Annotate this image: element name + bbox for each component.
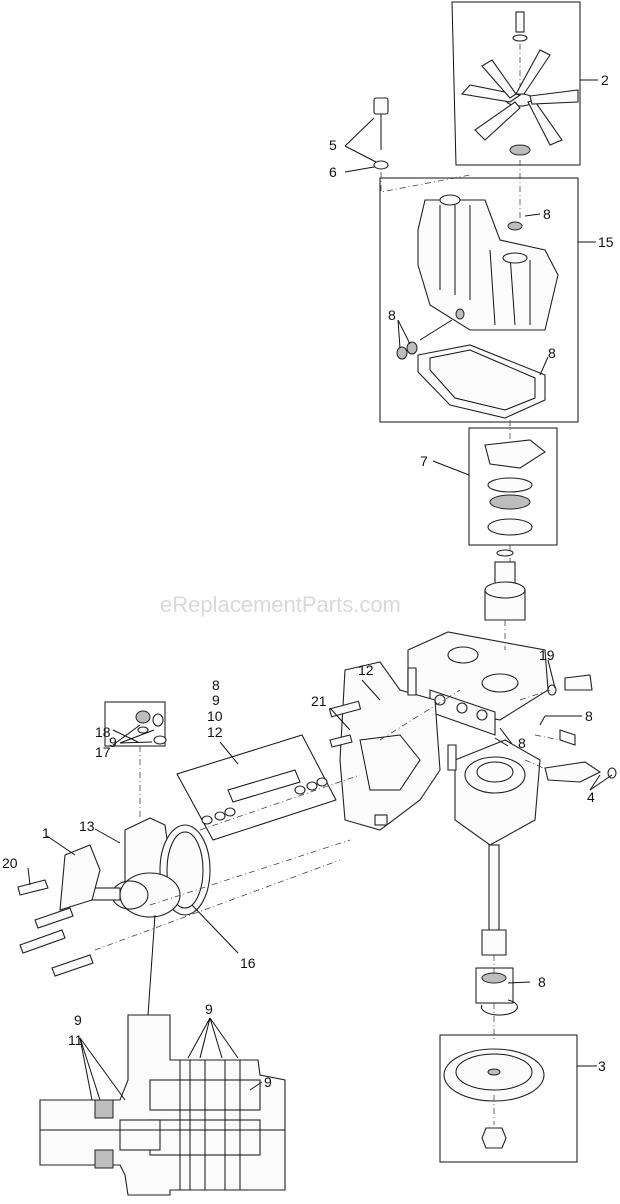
- callout-8: 8: [585, 708, 593, 724]
- callout-15: 15: [598, 234, 614, 250]
- callout-8: 8: [518, 735, 526, 751]
- assembly-lines: [94, 620, 561, 1040]
- cover-housing: [379, 177, 579, 423]
- pulley: [439, 1034, 578, 1163]
- bolts: [17, 667, 457, 977]
- callout-9: 9: [109, 734, 117, 750]
- callout-18: 18: [95, 724, 111, 740]
- callout-9: 9: [212, 692, 220, 708]
- callout-5: 5: [329, 137, 337, 153]
- callout-12: 12: [207, 724, 223, 740]
- callout-4: 4: [587, 789, 595, 805]
- callout-19: 19: [539, 647, 555, 663]
- callout-8: 8: [212, 677, 220, 693]
- callout-13: 13: [79, 818, 95, 834]
- callout-9: 9: [264, 1074, 272, 1090]
- callout-3: 3: [598, 1058, 606, 1074]
- callout-21: 21: [311, 693, 327, 709]
- fan-assembly: [451, 1, 581, 220]
- callout-8: 8: [538, 974, 546, 990]
- seal-kit: [176, 734, 337, 841]
- callout-7: 7: [420, 453, 428, 469]
- callout-6: 6: [329, 164, 337, 180]
- callout-9: 9: [74, 1012, 82, 1028]
- motor-assembly: [59, 817, 211, 918]
- callout-10: 10: [207, 708, 223, 724]
- cutaway-section: [39, 1014, 286, 1196]
- callout-9: 9: [205, 1001, 213, 1017]
- drive-shaft: [481, 844, 507, 975]
- housing-half: [328, 661, 441, 831]
- callout-17: 17: [95, 744, 111, 760]
- callout-12: 12: [358, 662, 374, 678]
- callout-8: 8: [543, 206, 551, 222]
- callout-16: 16: [240, 955, 256, 971]
- cylinder-block: [484, 549, 526, 621]
- callout-8: 8: [388, 307, 396, 323]
- leader-lines: [27, 79, 613, 1101]
- bearing-snap-ring: [475, 967, 518, 1016]
- callout-2: 2: [601, 72, 609, 88]
- fitting-kit: [104, 701, 167, 820]
- callout-labels: 2 5 6 8 15 8 8 7 12 8 9 10 12 21 19 8 8 …: [2, 72, 614, 1090]
- bearing-block: [468, 420, 558, 565]
- callout-20: 20: [2, 855, 18, 871]
- watermark: eReplacementParts.com: [160, 592, 401, 617]
- filler-cap: [373, 97, 471, 193]
- callout-1: 1: [42, 825, 50, 841]
- center-section: [407, 631, 617, 846]
- callout-8: 8: [548, 345, 556, 361]
- callout-11: 11: [68, 1032, 83, 1048]
